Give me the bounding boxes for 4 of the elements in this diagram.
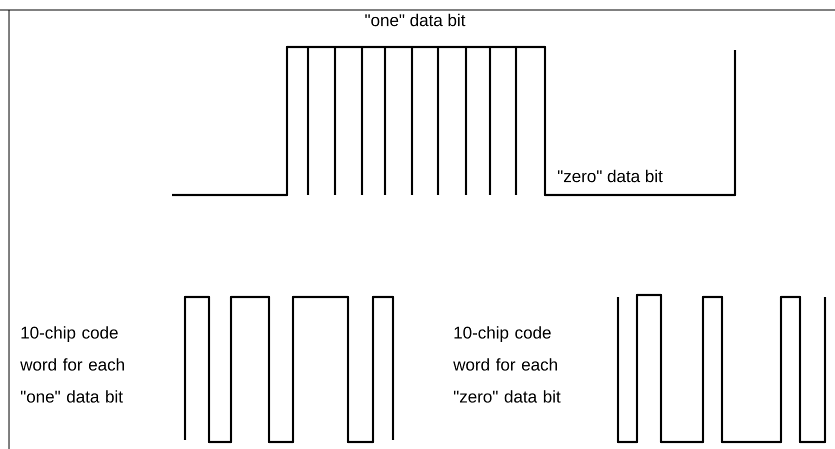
signal-label: 10-chip code word for each "one" data bit <box>20 326 124 403</box>
signal-label: 10-chip code word for each "zero" data bit <box>453 326 561 403</box>
signal-label: "one" data bit <box>365 14 466 26</box>
signal-label: "zero" data bit <box>558 170 663 182</box>
